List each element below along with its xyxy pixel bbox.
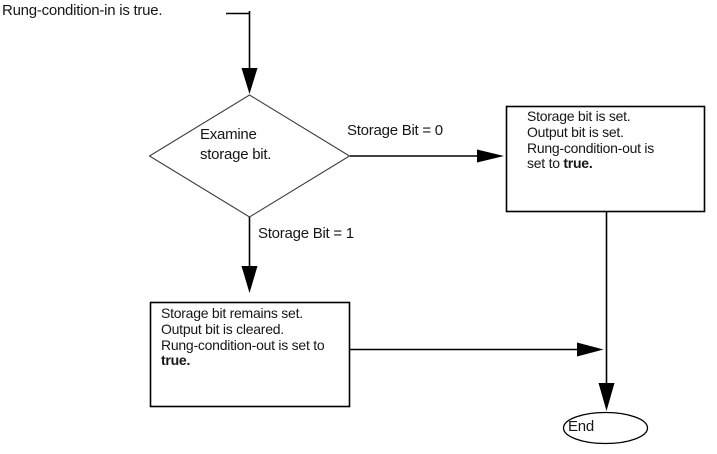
box-storage-remains-line2: Output bit is cleared. [161,320,284,337]
box-storage-remains-line4-bold: true. [161,352,191,369]
arrowhead-down-end-icon [598,383,615,411]
box-storage-set-line1: Storage bit is set. [527,108,631,124]
box-storage-set-line4-bold: true. [563,155,593,172]
box-storage-set-line4: set to true. [527,155,654,172]
decision-label-line2: storage bit. [200,146,272,163]
arrowhead-right-branch-zero-icon [477,149,504,163]
box-storage-remains-shape [149,301,351,408]
entry-condition-label: Rung-condition-in is true. [2,2,163,19]
box-storage-set-line4-normal: set to [527,155,564,172]
decision-label: Examine storage bit. [200,125,271,165]
box-storage-remains-line3: Rung-condition-out is set to [161,336,325,353]
arrowhead-right-merge-icon [577,342,604,357]
box-storage-set-shape [505,105,706,213]
box-storage-remains-line1: Storage bit remains set. [161,305,303,321]
branch-zero-label: Storage Bit = 0 [347,122,443,139]
end-label: End [568,418,594,435]
box-storage-remains-text: Storage bit remains set. Output bit is c… [161,305,325,369]
arrowhead-down-branch-one-icon [241,266,258,293]
branch-one-label: Storage Bit = 1 [258,225,354,242]
arrowhead-down-entry-icon [241,68,258,94]
decision-label-line1: Examine [200,126,257,143]
entry-connector-line [226,11,251,70]
box-storage-set-line3: Rung-condition-out is [527,139,655,156]
end-terminator-shape [562,411,649,445]
box-storage-set-line2: Output bit is set. [527,123,624,140]
box-storage-set-text: Storage bit is set. Output bit is set. R… [527,108,655,172]
